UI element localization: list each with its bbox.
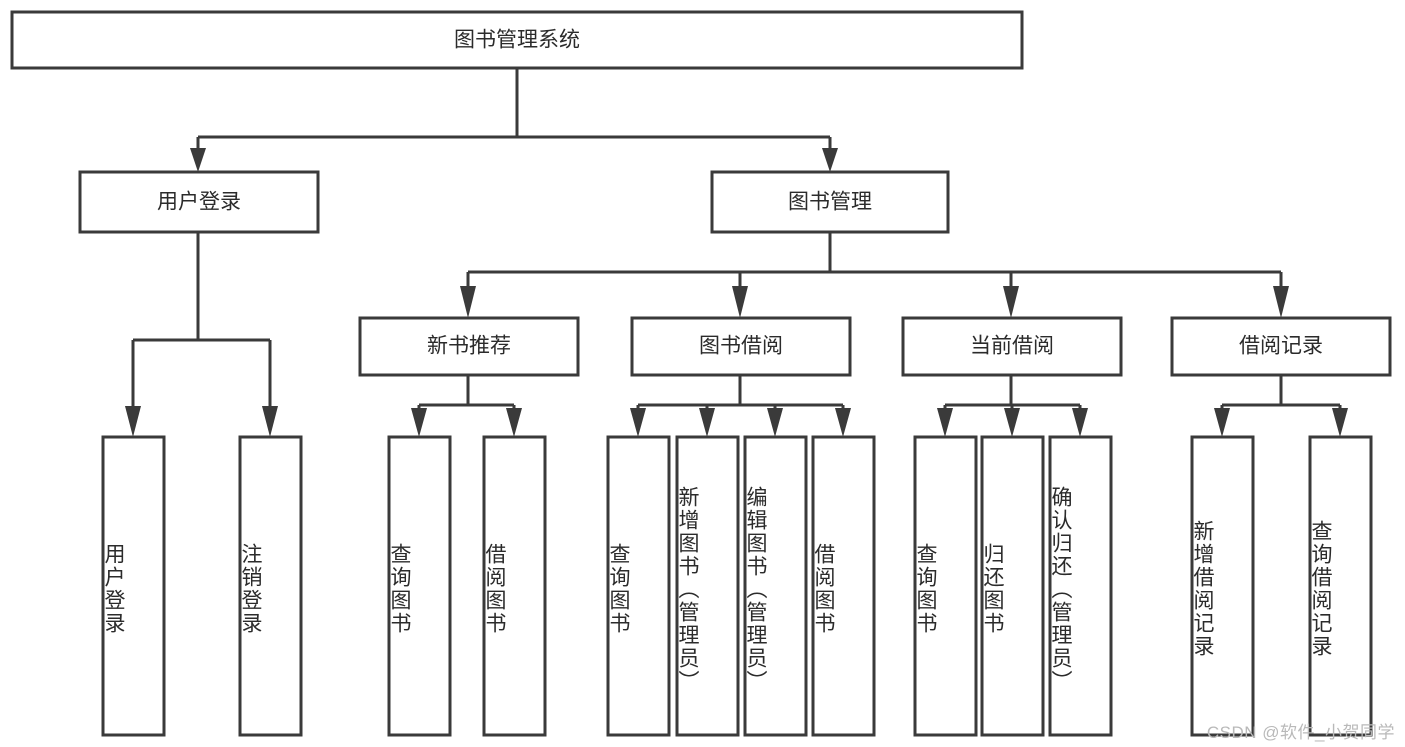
leaf-box-query-borrow-record[interactable] [1308, 435, 1373, 737]
arrowhead-new-book-recommend [460, 286, 476, 318]
arrowhead-leaf-query-book-1 [411, 408, 427, 437]
node-root[interactable]: 图书管理系统 [10, 10, 1024, 70]
node-new-book-recommend[interactable]: 新书推荐 [358, 316, 580, 377]
leaf-box-query-book-2[interactable] [606, 435, 671, 737]
arrowhead-leaf-logout-login [262, 406, 278, 437]
node-new-book-recommend-label: 新书推荐 [427, 335, 511, 358]
arrowhead-borrow-record [1273, 286, 1289, 318]
arrowhead-leaf-return-book [1004, 408, 1020, 437]
csdn-watermark: CSDN @软件_小贺同学 [1206, 723, 1395, 742]
leaf-box-confirm-return-admin[interactable] [1048, 435, 1113, 737]
arrowhead-leaf-confirm-return-admin [1072, 408, 1088, 437]
leaf-box-logout-login[interactable] [238, 435, 303, 737]
node-book-borrow[interactable]: 图书借阅 [630, 316, 852, 377]
leaf-box-borrow-book-1[interactable] [482, 435, 547, 737]
node-book-management[interactable]: 图书管理 [710, 170, 950, 234]
node-borrow-record[interactable]: 借阅记录 [1170, 316, 1392, 377]
arrowhead-leaf-query-book-2 [630, 408, 646, 437]
leaf-box-borrow-book-2[interactable] [811, 435, 876, 737]
arrowhead-book-management [822, 148, 838, 172]
leaf-box-edit-book-admin[interactable] [743, 435, 808, 737]
node-book-management-label: 图书管理 [788, 191, 872, 214]
leaf-box-user-login[interactable] [101, 435, 166, 737]
node-book-borrow-box[interactable] [630, 316, 852, 377]
arrowhead-leaf-borrow-book-2 [835, 408, 851, 437]
leaf-box-add-borrow-record[interactable] [1190, 435, 1255, 737]
arrowhead-leaf-edit-book-admin [767, 408, 783, 437]
arrowhead-leaf-user-login [125, 406, 141, 437]
node-user-login[interactable]: 用户登录 [78, 170, 320, 234]
arrowhead-book-borrow [732, 286, 748, 318]
node-root-box[interactable] [10, 10, 1024, 70]
node-borrow-record-box[interactable] [1170, 316, 1392, 377]
arrowhead-current-borrow [1003, 286, 1019, 318]
node-user-login-label: 用户登录 [157, 191, 241, 214]
node-book-management-box[interactable] [710, 170, 950, 234]
connectors [125, 68, 1348, 437]
arrowhead-leaf-add-book-admin [699, 408, 715, 437]
leaf-box-return-book[interactable] [980, 435, 1045, 737]
node-current-borrow-box[interactable] [901, 316, 1123, 377]
arrowhead-leaf-query-borrow-record [1332, 408, 1348, 437]
node-book-borrow-label: 图书借阅 [699, 335, 783, 358]
arrowhead-leaf-borrow-book-1 [506, 408, 522, 437]
node-current-borrow-label: 当前借阅 [970, 335, 1054, 358]
arrowhead-leaf-add-borrow-record [1214, 408, 1230, 437]
node-user-login-box[interactable] [78, 170, 320, 234]
leaf-box-query-book-3[interactable] [913, 435, 978, 737]
arrowhead-leaf-query-book-3 [937, 408, 953, 437]
node-current-borrow[interactable]: 当前借阅 [901, 316, 1123, 377]
node-new-book-recommend-box[interactable] [358, 316, 580, 377]
leaf-boxes [101, 435, 1373, 737]
leaf-box-add-book-admin[interactable] [675, 435, 740, 737]
leaf-box-query-book-1[interactable] [387, 435, 452, 737]
node-root-label: 图书管理系统 [454, 29, 580, 52]
node-borrow-record-label: 借阅记录 [1239, 335, 1323, 358]
arrowhead-user-login [190, 148, 206, 172]
